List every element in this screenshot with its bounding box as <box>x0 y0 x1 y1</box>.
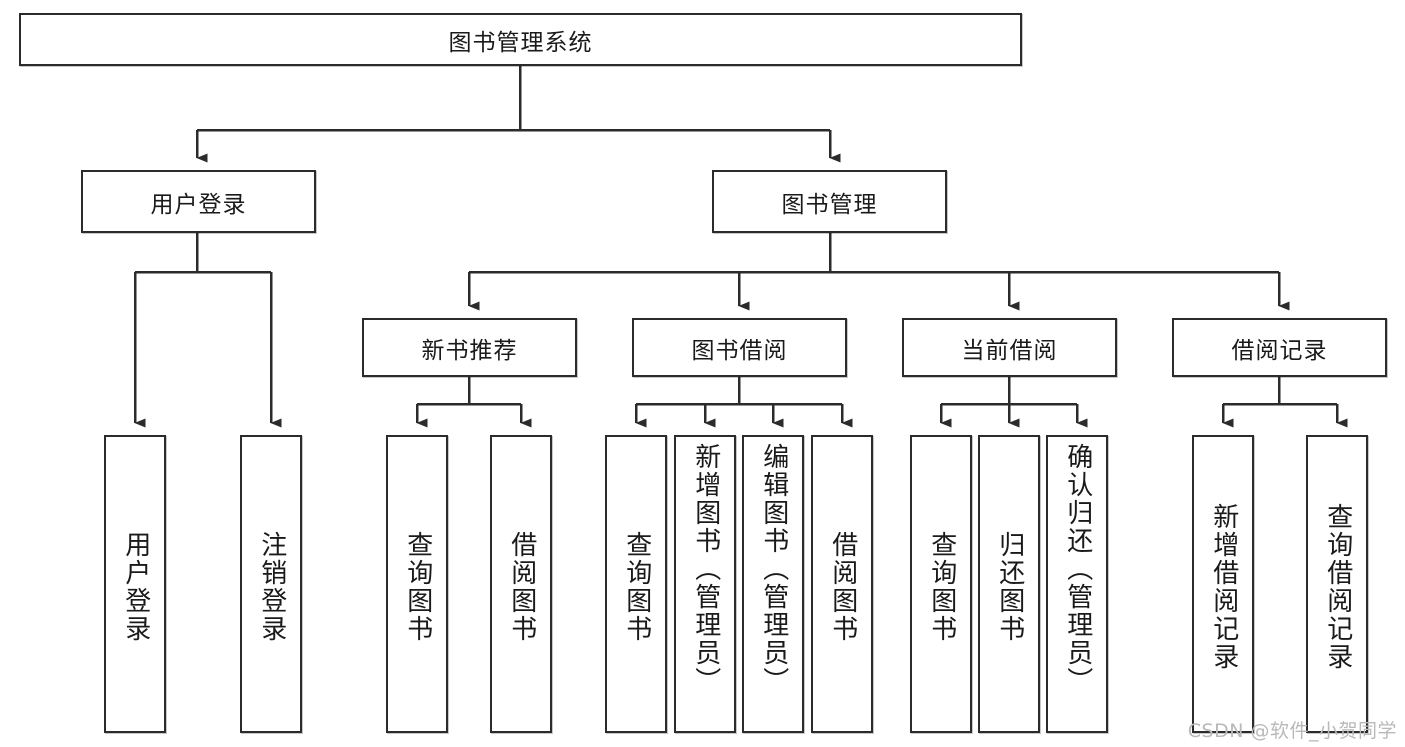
node-label: 图书借阅 <box>691 337 788 364</box>
node-label: 借阅图书 <box>827 531 858 643</box>
node-label: 借阅记录 <box>1231 337 1328 364</box>
node-book-borrow[interactable]: 图书借阅 <box>632 318 847 377</box>
node-label: 图书管理系统 <box>448 29 593 56</box>
node-root-book-management-system[interactable]: 图书管理系统 <box>19 13 1022 66</box>
node-label: 确认归还（管理员） <box>1062 443 1093 695</box>
node-user-login[interactable]: 用户登录 <box>81 170 316 233</box>
leaf-node-return-book[interactable]: 归还图书 <box>978 435 1040 733</box>
leaf-node-edit-book-admin[interactable]: 编辑图书（管理员） <box>742 435 804 733</box>
leaf-node-user-login[interactable]: 用户登录 <box>104 435 166 733</box>
node-label: 用户登录 <box>120 531 151 643</box>
leaf-node-add-borrow-record[interactable]: 新增借阅记录 <box>1192 435 1254 733</box>
node-book-management[interactable]: 图书管理 <box>712 170 947 233</box>
leaf-node-logout-login[interactable]: 注销登录 <box>240 435 302 733</box>
node-label: 注销登录 <box>256 531 287 643</box>
leaf-node-query-borrow-record[interactable]: 查询借阅记录 <box>1306 435 1368 733</box>
leaf-node-add-book-admin[interactable]: 新增图书（管理员） <box>674 435 736 733</box>
node-current-borrow[interactable]: 当前借阅 <box>902 318 1117 377</box>
node-label: 查询图书 <box>621 531 652 643</box>
node-label: 查询借阅记录 <box>1322 503 1353 671</box>
leaf-node-query-book-3[interactable]: 查询图书 <box>910 435 972 733</box>
node-new-book-recommend[interactable]: 新书推荐 <box>362 318 577 377</box>
node-label: 归还图书 <box>994 531 1025 643</box>
node-label: 当前借阅 <box>961 337 1058 364</box>
node-label: 编辑图书（管理员） <box>758 443 789 695</box>
node-label: 查询图书 <box>402 531 433 643</box>
leaf-node-borrow-book-2[interactable]: 借阅图书 <box>811 435 873 733</box>
leaf-node-query-book-1[interactable]: 查询图书 <box>386 435 448 733</box>
leaf-node-borrow-book-1[interactable]: 借阅图书 <box>490 435 552 733</box>
node-label: 查询图书 <box>926 531 957 643</box>
node-label: 用户登录 <box>150 191 247 218</box>
node-label: 新增图书（管理员） <box>690 443 721 695</box>
node-borrow-record[interactable]: 借阅记录 <box>1172 318 1387 377</box>
node-label: 借阅图书 <box>506 531 537 643</box>
leaf-node-query-book-2[interactable]: 查询图书 <box>605 435 667 733</box>
node-label: 新增借阅记录 <box>1208 503 1239 671</box>
node-label: 图书管理 <box>781 191 878 218</box>
node-label: 新书推荐 <box>421 337 518 364</box>
leaf-node-confirm-return-admin[interactable]: 确认归还（管理员） <box>1046 435 1108 733</box>
